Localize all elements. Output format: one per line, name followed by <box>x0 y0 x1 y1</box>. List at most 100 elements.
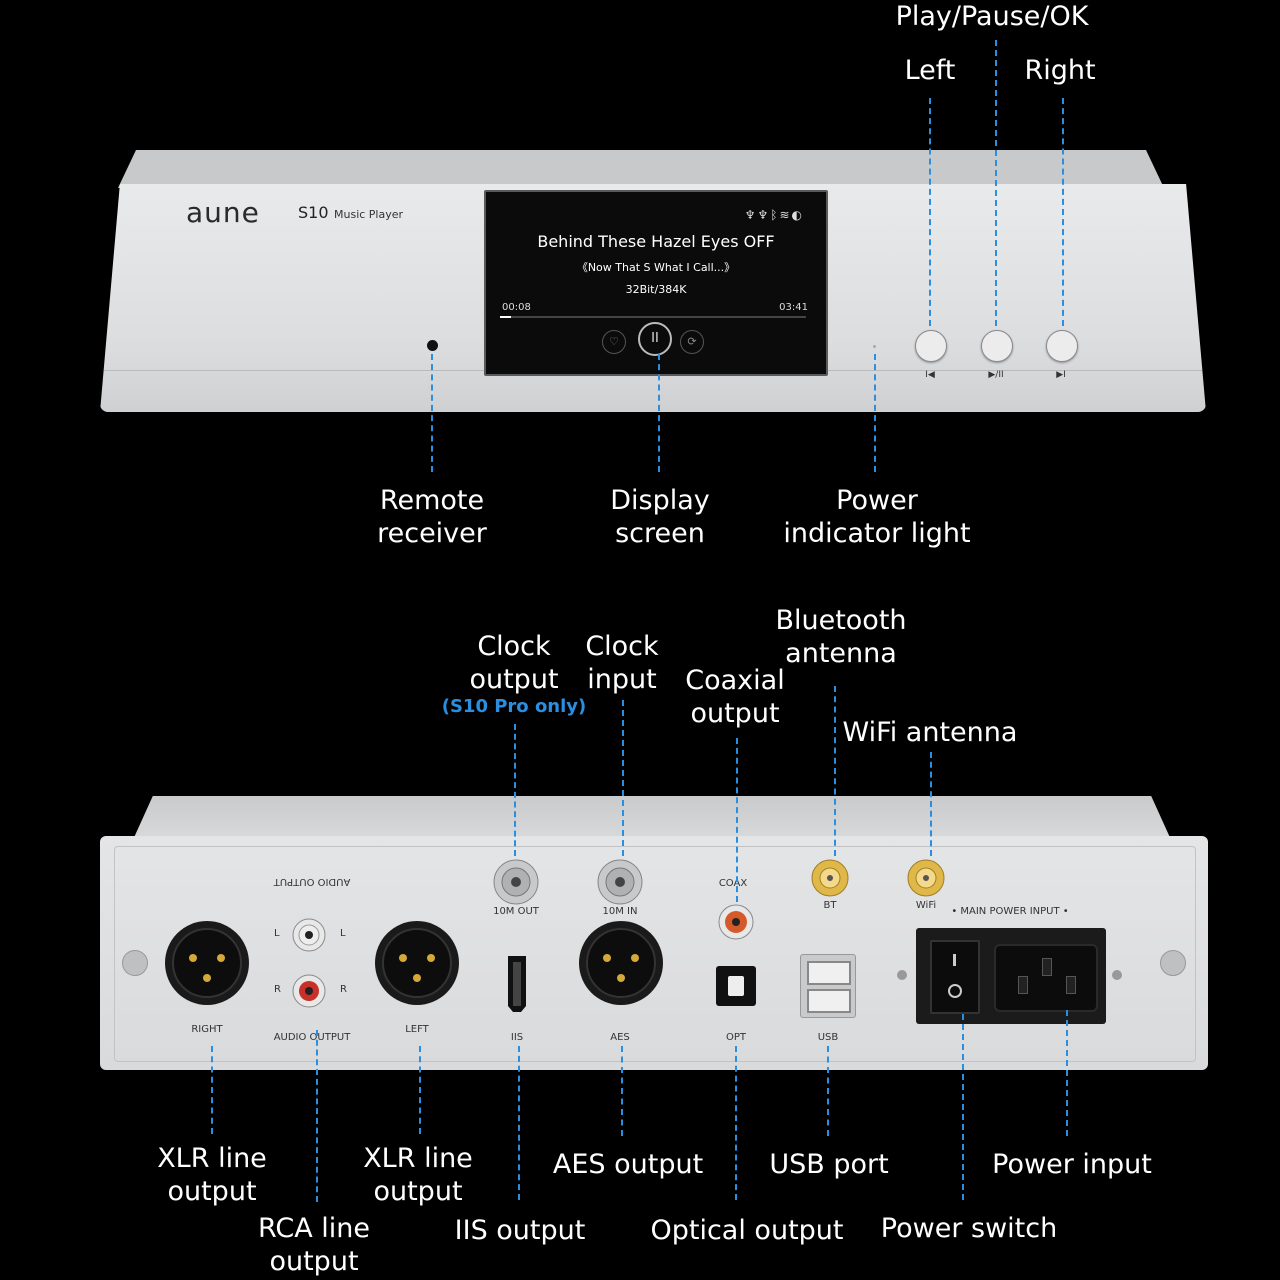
opt-label: OPT <box>725 1032 746 1043</box>
progress-fill <box>500 316 512 318</box>
leader-display <box>658 354 660 472</box>
bluetooth-status-icon: ᛒ <box>770 208 780 222</box>
rca-right-connector[interactable] <box>292 974 326 1008</box>
remote-receiver-window <box>427 340 438 351</box>
screw-small-left <box>897 970 907 980</box>
right-label: RIGHT <box>191 1024 223 1035</box>
usb-status-icon: ♆ <box>744 208 758 222</box>
leader-clock-input <box>622 700 624 856</box>
10m-out-label: 10M OUT <box>493 906 539 917</box>
leader-xlr-right <box>211 1046 213 1134</box>
leader-optical <box>735 1046 737 1200</box>
leader-usb <box>827 1046 829 1136</box>
leader-aes <box>621 1046 623 1136</box>
play-pause-ok-button[interactable] <box>981 330 1013 362</box>
leader-xlr-left <box>419 1046 421 1134</box>
progress-track <box>500 316 806 318</box>
leader-remote <box>431 354 433 472</box>
clock-input-connector[interactable] <box>596 858 644 906</box>
model-name: S10 <box>298 203 329 222</box>
elapsed-time: 00:08 <box>502 302 531 313</box>
clock-output-connector[interactable] <box>492 858 540 906</box>
status-icons: ♆♆ᛒ≋◐ <box>745 208 804 222</box>
optical-connector[interactable] <box>716 966 756 1006</box>
back-chassis-top <box>132 796 1172 842</box>
wifi-antenna-connector[interactable] <box>906 858 946 898</box>
display-screen: ♆♆ᛒ≋◐ Behind These Hazel Eyes OFF 《Now T… <box>484 190 828 376</box>
xlr-right-connector[interactable] <box>164 920 250 1006</box>
coaxial-connector[interactable] <box>718 904 754 940</box>
audio-output-label: AUDIO OUTPUT <box>273 1032 351 1043</box>
leader-play-pause <box>995 40 997 326</box>
power-switch[interactable] <box>930 940 980 1014</box>
headphone-status-icon: ♆ <box>757 208 771 222</box>
duration-time: 03:41 <box>779 302 808 313</box>
leader-rca <box>316 1030 318 1202</box>
xlr-left-connector[interactable] <box>374 920 460 1006</box>
pause-icon: II <box>638 322 672 356</box>
coax-label: COAX <box>718 878 748 889</box>
screw-right <box>1160 950 1186 976</box>
rca-r-label-right: R <box>340 984 347 995</box>
label-aes-output: AES output <box>552 1149 704 1180</box>
audio-output-top-label: AUDIO OUTPUT <box>273 876 351 887</box>
left-button[interactable] <box>915 330 947 362</box>
rca-l-label-left: L <box>274 928 280 939</box>
next-icon: ▶I <box>1056 370 1066 380</box>
usb-label: USB <box>817 1032 839 1043</box>
audio-format: 32Bit/384K <box>625 283 687 296</box>
left-label: LEFT <box>405 1024 429 1035</box>
leader-bluetooth <box>834 686 836 856</box>
album-name: 《Now That S What I Call...》 <box>576 261 736 274</box>
label-left: Left <box>904 55 956 86</box>
leader-clock-output <box>514 724 516 856</box>
previous-icon: I◀ <box>925 370 935 380</box>
iis-label: IIS <box>510 1032 524 1043</box>
power-inlet[interactable] <box>994 944 1098 1012</box>
leader-right <box>1062 98 1064 326</box>
label-power-input: Power input <box>992 1149 1152 1180</box>
track-title: Behind These Hazel Eyes OFF <box>537 232 775 251</box>
aes-connector[interactable] <box>578 920 664 1006</box>
main-power-input-label: • MAIN POWER INPUT • <box>951 906 1069 917</box>
leader-wifi <box>930 752 932 856</box>
brand-logo: aune <box>186 196 260 229</box>
rca-left-connector[interactable] <box>292 918 326 952</box>
screw-small-right <box>1112 970 1122 980</box>
back-panel-inset <box>114 846 1196 1062</box>
screw-left <box>122 950 148 976</box>
label-wifi-antenna: WiFi antenna <box>842 717 1018 748</box>
label-iis-output: IIS output <box>454 1215 586 1246</box>
10m-in-label: 10M IN <box>602 906 638 917</box>
repeat-icon: ⟳ <box>680 330 704 354</box>
right-button[interactable] <box>1046 330 1078 362</box>
rca-l-label-right: L <box>340 928 346 939</box>
leader-power-indicator <box>874 354 876 472</box>
bluetooth-antenna-connector[interactable] <box>810 858 850 898</box>
leader-power-switch <box>962 1014 964 1200</box>
label-clock-output-note: (S10 Pro only) <box>441 696 587 717</box>
model-subtitle: Music Player <box>334 208 404 221</box>
leader-power-input <box>1066 1010 1068 1136</box>
front-chassis-top <box>118 150 1164 188</box>
usb-port-block[interactable] <box>800 954 856 1018</box>
favorite-icon: ♡ <box>602 330 626 354</box>
iis-connector[interactable] <box>504 954 530 1014</box>
label-play-pause-ok: Play/Pause/OK <box>895 1 1089 32</box>
wifi-status-icon: ≋ <box>779 208 792 222</box>
leader-coaxial <box>736 738 738 902</box>
bt-label: BT <box>823 900 837 911</box>
label-right: Right <box>1024 55 1096 86</box>
label-power-switch: Power switch <box>880 1213 1058 1244</box>
play-pause-icon: ▶/II <box>988 370 1004 380</box>
leader-iis <box>518 1046 520 1200</box>
